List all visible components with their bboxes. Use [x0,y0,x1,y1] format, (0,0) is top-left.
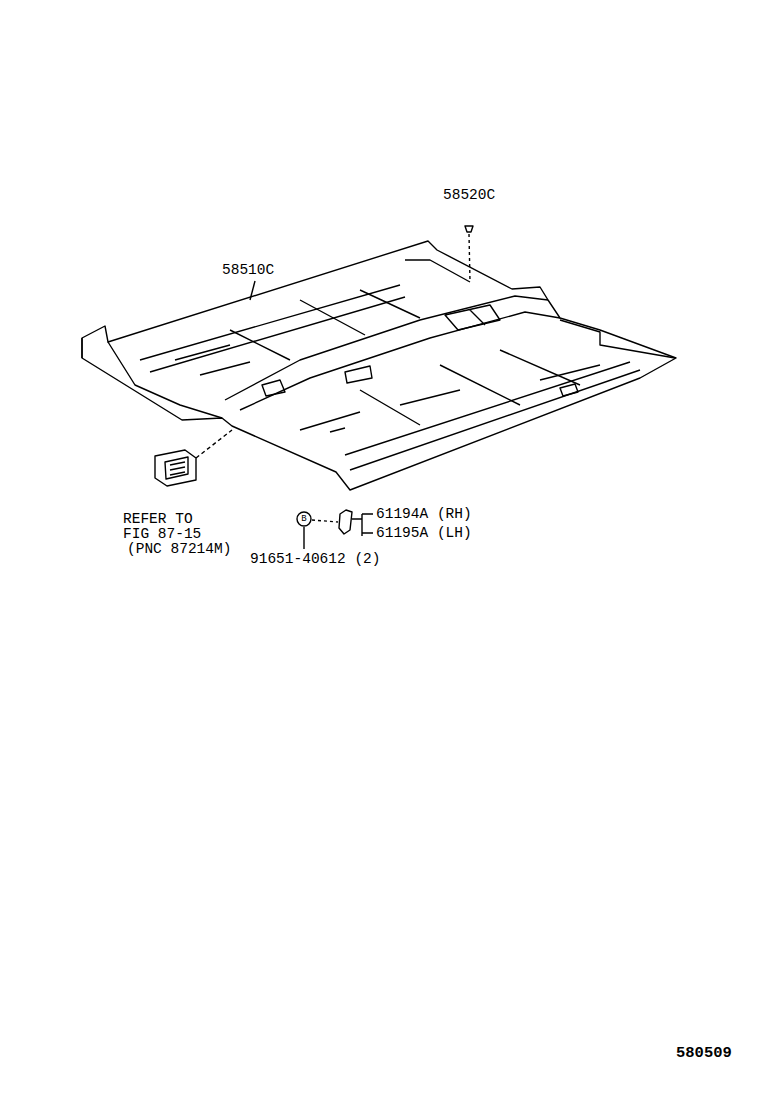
part-number: 58510C [222,262,274,278]
part-number: 61194A (RH) [376,506,472,522]
reference-note: REFER TO [123,511,193,527]
part-number: 61195A (LH) [376,525,472,541]
figure-number: 580509 [676,1045,732,1061]
reference-note: (PNC 87214M) [127,541,231,557]
reference-note: FIG 87-15 [123,526,201,542]
bolt-symbol-letter: B [301,513,306,526]
part-number: 58520C [443,187,495,203]
part-number: 91651-40612 (2) [250,551,381,567]
